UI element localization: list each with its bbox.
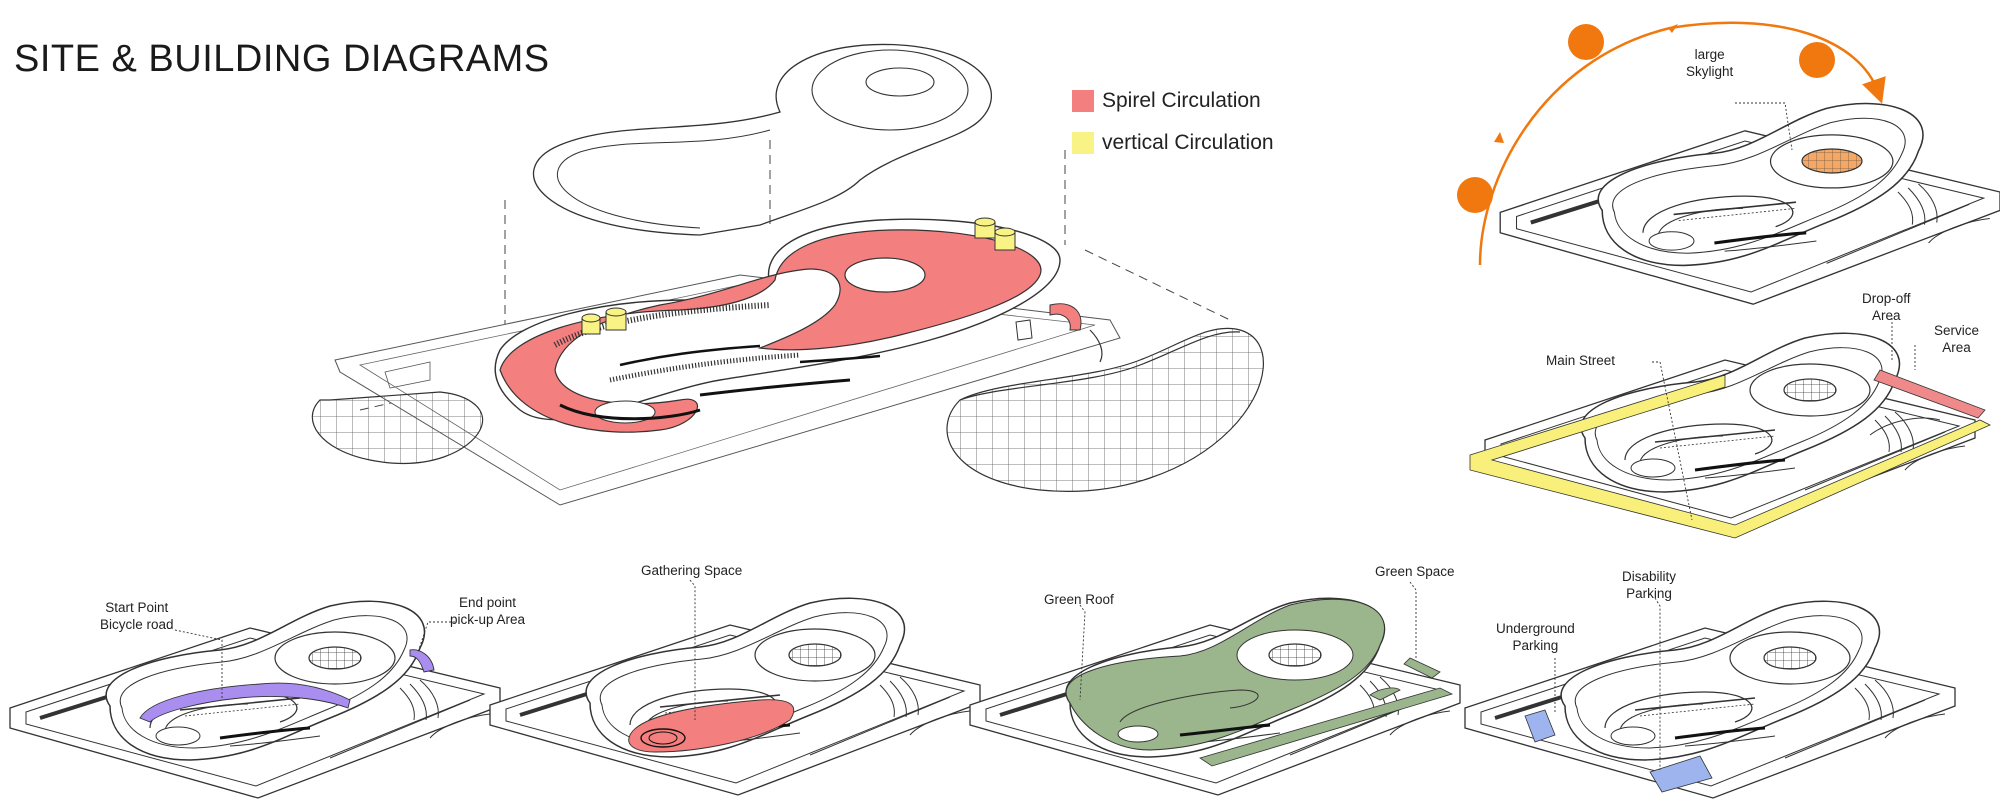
sun-path-diagram xyxy=(1457,21,2000,304)
label-dropoff-line2: Area xyxy=(1872,308,1901,323)
bicycle-diagram xyxy=(8,599,502,800)
label-dropoff-line1: Drop-off xyxy=(1862,291,1911,306)
exploded-axonometric xyxy=(311,43,1264,506)
legend: Spirel Circulation vertical Circulation xyxy=(1072,80,1274,164)
label-green-roof: Green Roof xyxy=(1044,591,1114,608)
label-start-point-line2: Bicycle road xyxy=(100,617,174,632)
streets-diagram xyxy=(1469,318,1991,539)
page-title: SITE & BUILDING DIAGRAMS xyxy=(14,38,550,80)
pickup-area xyxy=(409,649,435,673)
label-skylight: large Skylight xyxy=(1686,46,1733,80)
label-green-space-line1: Green Space xyxy=(1375,564,1455,579)
label-end-point: End point pick-up Area xyxy=(450,594,525,628)
disability-parking xyxy=(1649,755,1713,793)
spiral-fragment xyxy=(1049,303,1082,331)
main-street xyxy=(1469,374,1991,539)
sun-noon xyxy=(1568,24,1604,60)
label-underground-line2: Parking xyxy=(1512,638,1559,653)
gathering-diagram xyxy=(488,579,982,797)
label-underground: Underground Parking xyxy=(1496,620,1575,654)
legend-item-spiral: Spirel Circulation xyxy=(1072,80,1274,122)
sun-afternoon xyxy=(1799,42,1835,78)
label-start-point-line1: Start Point xyxy=(105,600,169,615)
label-start-point: Start Point Bicycle road xyxy=(100,599,174,633)
label-service: Service Area xyxy=(1934,322,1979,356)
sun-morning xyxy=(1457,177,1493,213)
label-disability-line2: Parking xyxy=(1626,586,1672,601)
label-skylight-line1: large xyxy=(1694,47,1725,62)
label-main-street: Main Street xyxy=(1546,352,1615,369)
parking-diagram xyxy=(1463,597,1957,800)
landscape-left xyxy=(311,391,484,464)
legend-label-vertical: vertical Circulation xyxy=(1102,131,1274,154)
service-area xyxy=(1873,369,1986,419)
bicycle-road xyxy=(139,682,351,723)
vertical-circulation xyxy=(581,217,1016,335)
label-dropoff: Drop-off Area xyxy=(1862,290,1911,324)
label-green-space: Green Space xyxy=(1375,563,1455,580)
label-gathering: Gathering Space xyxy=(641,562,742,579)
label-gathering-line1: Gathering Space xyxy=(641,563,743,578)
label-green-roof-line1: Green Roof xyxy=(1044,592,1114,607)
label-end-point-line1: End point xyxy=(459,595,517,610)
label-end-point-line2: pick-up Area xyxy=(450,612,526,627)
underground-parking xyxy=(1524,709,1556,743)
legend-label-spiral: Spirel Circulation xyxy=(1102,89,1261,112)
label-main-street-line1: Main Street xyxy=(1546,353,1616,368)
green-space-strip xyxy=(1199,687,1454,767)
label-underground-line1: Underground xyxy=(1496,621,1575,636)
legend-swatch-vertical xyxy=(1072,132,1094,154)
label-disability-line1: Disability xyxy=(1622,569,1677,584)
legend-swatch-spiral xyxy=(1072,90,1094,112)
sun-path-arc xyxy=(1478,21,1886,266)
label-service-line1: Service xyxy=(1934,323,1980,338)
green-space-diagram xyxy=(968,581,1462,797)
label-skylight-line2: Skylight xyxy=(1686,64,1734,79)
label-disability: Disability Parking xyxy=(1622,568,1676,602)
landscape-right xyxy=(946,327,1264,492)
roof-slab xyxy=(532,43,992,236)
label-service-line2: Area xyxy=(1942,340,1971,355)
legend-item-vertical: vertical Circulation xyxy=(1072,122,1274,164)
